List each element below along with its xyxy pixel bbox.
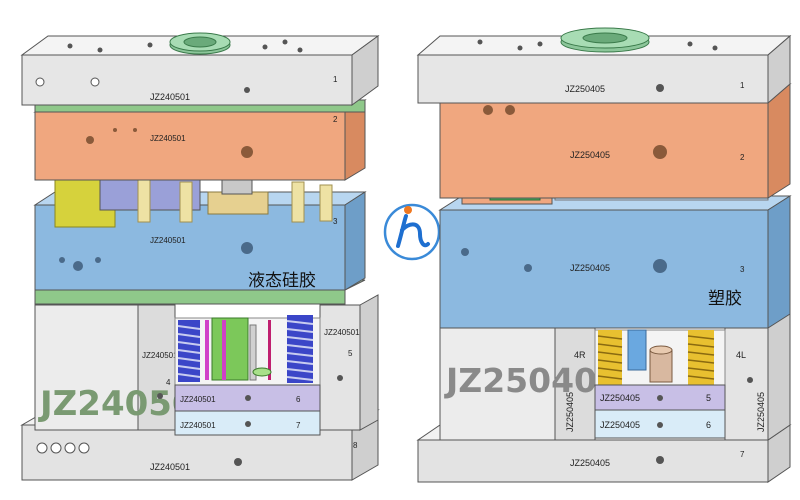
right-plate-3-label: JZ250405 — [570, 263, 610, 273]
right-plate-1-label: JZ250405 — [565, 84, 605, 94]
right-rail-mark-left: 4R — [574, 350, 586, 360]
right-mold: JZ250405 7 JZ250405 JZ250405 4R 4L JZ250… — [416, 27, 792, 483]
left-spring-1 — [177, 320, 201, 382]
right-plate-7-number: 7 — [740, 450, 745, 459]
right-ejector-area — [594, 329, 726, 386]
left-plate-8-number: 8 — [353, 441, 358, 450]
left-plate-2-number: 2 — [333, 115, 338, 124]
left-plate-1-number: 1 — [333, 75, 338, 84]
left-plate-7-label: JZ240501 — [180, 421, 216, 430]
right-caption: 塑胶 — [708, 289, 742, 308]
left-plate-6: JZ240501 6 — [174, 384, 321, 412]
left-plate-5-side-label: JZ240501 — [324, 328, 360, 337]
right-plate-6-label: JZ250405 — [600, 420, 640, 430]
right-spring-2 — [687, 330, 715, 385]
left-plate-2-label: JZ240501 — [150, 134, 186, 143]
left-plate-1-label: JZ240501 — [150, 92, 190, 102]
left-plate-4-number: 4 — [166, 378, 171, 387]
right-right-rail-label: JZ250405 — [756, 392, 766, 432]
right-spring-1 — [597, 330, 623, 385]
right-plate-6: JZ250405 6 — [594, 409, 726, 439]
left-plate-6-label: JZ240501 — [180, 395, 216, 404]
left-mold: JZ240501 8 JZ240501 JZ240501 4 JZ240501 … — [20, 32, 380, 481]
right-plate-6-number: 6 — [706, 420, 711, 430]
right-rail-mark-right: 4L — [736, 350, 746, 360]
right-plate-3-number: 3 — [740, 265, 745, 274]
left-caption: 液态硅胶 — [248, 271, 316, 290]
right-plate-5-number: 5 — [706, 393, 711, 403]
right-plate-2-label: JZ250405 — [570, 150, 610, 160]
right-plate-1-number: 1 — [740, 81, 745, 90]
left-plate-7-number: 7 — [296, 421, 301, 430]
right-plate-7-label: JZ250405 — [570, 458, 610, 468]
left-plate-2: JZ240501 2 — [33, 99, 367, 181]
left-plate-1: JZ240501 1 — [20, 32, 380, 106]
right-plate-1: JZ250405 1 — [416, 27, 792, 105]
right-rail-left: JZ250405 JZ250405 4R — [439, 324, 620, 441]
right-left-rail-label: JZ250405 — [565, 392, 575, 432]
left-plate-3-label: JZ240501 — [150, 236, 186, 245]
right-rail-right: 4L JZ250405 — [724, 311, 791, 441]
left-plate-4-side-label: JZ240501 — [142, 351, 178, 360]
left-plate-7: JZ240501 7 — [174, 410, 321, 436]
right-plate-3: JZ250405 3 — [438, 195, 792, 329]
left-plate-3-number: 3 — [333, 217, 338, 226]
left-side-block-5: JZ240501 5 — [319, 294, 379, 431]
right-plate-5-label: JZ250405 — [600, 393, 640, 403]
left-plate-5-number: 5 — [348, 349, 353, 358]
left-side-block-4: JZ240501 JZ240501 4 — [34, 304, 219, 431]
left-plate-8-label: JZ240501 — [150, 462, 190, 472]
right-front-engraving: JZ250405 — [444, 361, 620, 400]
right-plate-5: JZ250405 5 — [594, 384, 726, 411]
left-ejector-area — [174, 315, 321, 387]
left-plate-6-number: 6 — [296, 395, 301, 404]
right-plate-2-number: 2 — [740, 153, 745, 162]
jn-logo-icon — [383, 203, 441, 261]
left-spring-2 — [286, 315, 314, 383]
